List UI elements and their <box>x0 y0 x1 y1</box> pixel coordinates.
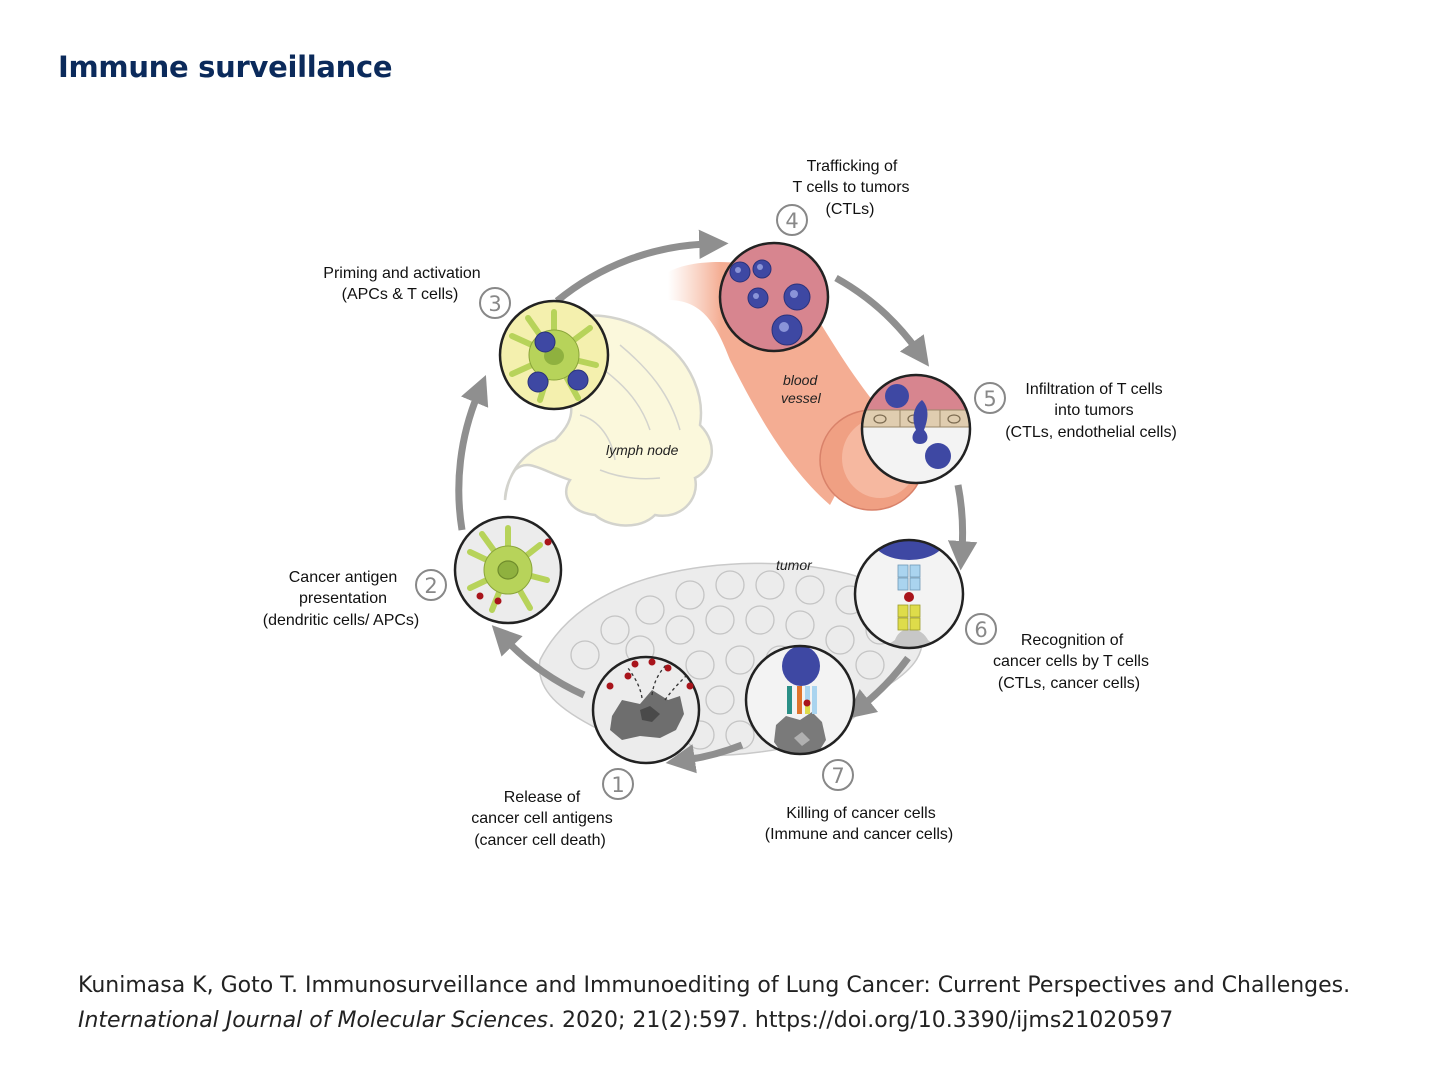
tumor-label: tumor <box>776 557 813 573</box>
step-5-number-badge: 5 <box>974 382 1006 414</box>
step-7-label-line: Killing of cancer cells <box>786 805 935 822</box>
immune-cycle-diagram: lymph node blood vessel tumor <box>263 158 1177 849</box>
step-2-label-line: (dendritic cells/ APCs) <box>263 612 420 629</box>
step-2-number: 2 <box>424 574 437 598</box>
cycle-arrows <box>455 229 978 774</box>
step-1-label: Release of cancer cell antigens (cancer … <box>471 789 612 849</box>
arrow-6-to-7 <box>845 655 911 719</box>
step-4-label-line: T cells to tumors <box>792 179 909 196</box>
step-7-label-line: (Immune and cancer cells) <box>765 826 954 843</box>
citation-details: . 2020; 21(2):597. https://doi.org/10.33… <box>547 1008 1174 1033</box>
step-7-killing-circle <box>744 644 856 756</box>
arrow-3-to-4 <box>554 229 729 304</box>
step-7-number-badge: 7 <box>822 759 854 791</box>
step-6-label-line: (CTLs, cancer cells) <box>998 675 1140 692</box>
step-1-label-line: cancer cell antigens <box>471 810 612 827</box>
step-2-number-badge: 2 <box>415 569 447 601</box>
arrow-4-to-5 <box>834 274 930 367</box>
step-5-label-line: (CTLs, endothelial cells) <box>1005 424 1177 441</box>
step-3-number: 3 <box>488 292 501 316</box>
step-5-number: 5 <box>983 387 996 411</box>
arrow-2-to-3 <box>455 374 489 531</box>
step-6-recognition-circle <box>853 538 965 650</box>
step-4-number: 4 <box>785 209 798 233</box>
step-7-label: Killing of cancer cells (Immune and canc… <box>765 805 954 843</box>
step-6-number-badge: 6 <box>965 613 997 645</box>
step-6-label-line: cancer cells by T cells <box>993 653 1149 670</box>
step-5-label-line: into tumors <box>1054 402 1133 419</box>
step-4-label-line: Trafficking of <box>807 158 898 175</box>
lymph-node-label: lymph node <box>606 442 679 458</box>
step-6-label-line: Recognition of <box>1021 632 1124 649</box>
step-2-label-line: Cancer antigen <box>289 569 398 586</box>
blood-vessel-label-line2: vessel <box>781 390 822 406</box>
step-5-infiltration-circle <box>860 373 972 485</box>
arrow-1-to-2 <box>491 625 586 699</box>
step-1-release-circle <box>591 655 701 765</box>
step-2-presentation-circle <box>453 515 563 625</box>
step-3-priming-circle <box>498 299 610 411</box>
step-3-label-line: Priming and activation <box>323 265 480 282</box>
step-6-label: Recognition of cancer cells by T cells (… <box>993 632 1149 692</box>
step-5-label: Infiltration of T cells into tumors (CTL… <box>1005 381 1177 441</box>
step-2-label-line: presentation <box>299 590 387 607</box>
blood-vessel-label-line1: blood <box>783 372 818 388</box>
arrow-7-to-1 <box>665 741 744 774</box>
step-7-number: 7 <box>831 764 844 788</box>
step-1-label-line: (cancer cell death) <box>474 832 606 849</box>
step-3-number-badge: 3 <box>479 287 511 319</box>
step-4-trafficking-circle <box>718 241 830 353</box>
step-6-number: 6 <box>974 618 987 642</box>
step-5-label-line: Infiltration of T cells <box>1025 381 1162 398</box>
citation: Kunimasa K, Goto T. Immunosurveillance a… <box>78 968 1398 1038</box>
citation-journal: International Journal of Molecular Scien… <box>78 1008 548 1033</box>
step-4-label: Trafficking of T cells to tumors (CTLs) <box>792 158 909 218</box>
step-1-number-badge: 1 <box>602 768 634 800</box>
step-2-label: Cancer antigen presentation (dendritic c… <box>263 569 420 629</box>
step-1-label-line: Release of <box>504 789 581 806</box>
step-4-label-line: (CTLs) <box>826 201 875 218</box>
slide-title: Immune surveillance <box>58 50 393 84</box>
step-3-label-line: (APCs & T cells) <box>342 286 459 303</box>
step-1-number: 1 <box>611 773 624 797</box>
step-3-label: Priming and activation (APCs & T cells) <box>323 265 480 303</box>
step-4-number-badge: 4 <box>776 204 808 236</box>
citation-authors-title: Kunimasa K, Goto T. Immunosurveillance a… <box>78 973 1351 998</box>
arrow-5-to-6 <box>947 484 978 571</box>
